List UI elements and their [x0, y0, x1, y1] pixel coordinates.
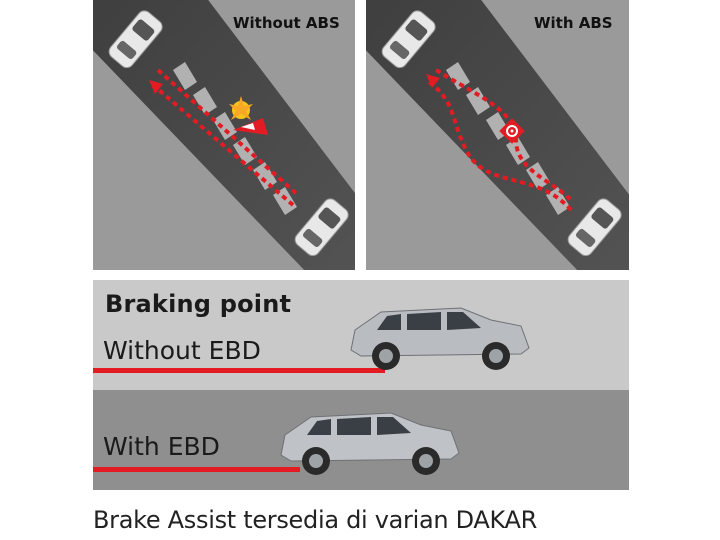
swerve-path-return: [434, 68, 573, 202]
panel-label-without-abs: Without ABS: [233, 14, 340, 32]
panel-label-with-abs: With ABS: [534, 14, 613, 32]
path-arrow-return: [156, 68, 300, 197]
braking-point-title: Braking point: [105, 290, 292, 318]
car-bottom-icon: [294, 198, 349, 257]
swerve-path-arrow: [424, 78, 573, 212]
suv-car-icon: [350, 307, 530, 370]
braking-line-with-ebd: [93, 467, 300, 472]
path-arrow: [151, 83, 295, 207]
car-bottom-icon: [567, 198, 622, 257]
with-abs-illustration: [366, 0, 629, 270]
with-ebd-label: With EBD: [103, 432, 220, 461]
without-ebd-label: Without EBD: [103, 336, 261, 365]
without-abs-illustration: [93, 0, 355, 270]
panel-without-abs: Without ABS: [93, 0, 355, 270]
arrowhead: [426, 74, 440, 88]
car-top-icon: [108, 10, 163, 69]
braking-line-without-ebd: [93, 368, 385, 373]
obstacle-target-icon: [499, 118, 525, 144]
ebd-band-with: With EBD: [93, 390, 629, 490]
suv-car-icon: [280, 412, 460, 475]
arrowhead: [149, 80, 163, 94]
panel-with-abs: With ABS: [366, 0, 629, 270]
car-top-icon: [381, 10, 436, 69]
ebd-band-without: Braking point Without EBD: [93, 280, 629, 390]
footer-caption: Brake Assist tersedia di varian DAKAR: [93, 506, 537, 534]
traffic-cone-icon: [229, 96, 268, 135]
